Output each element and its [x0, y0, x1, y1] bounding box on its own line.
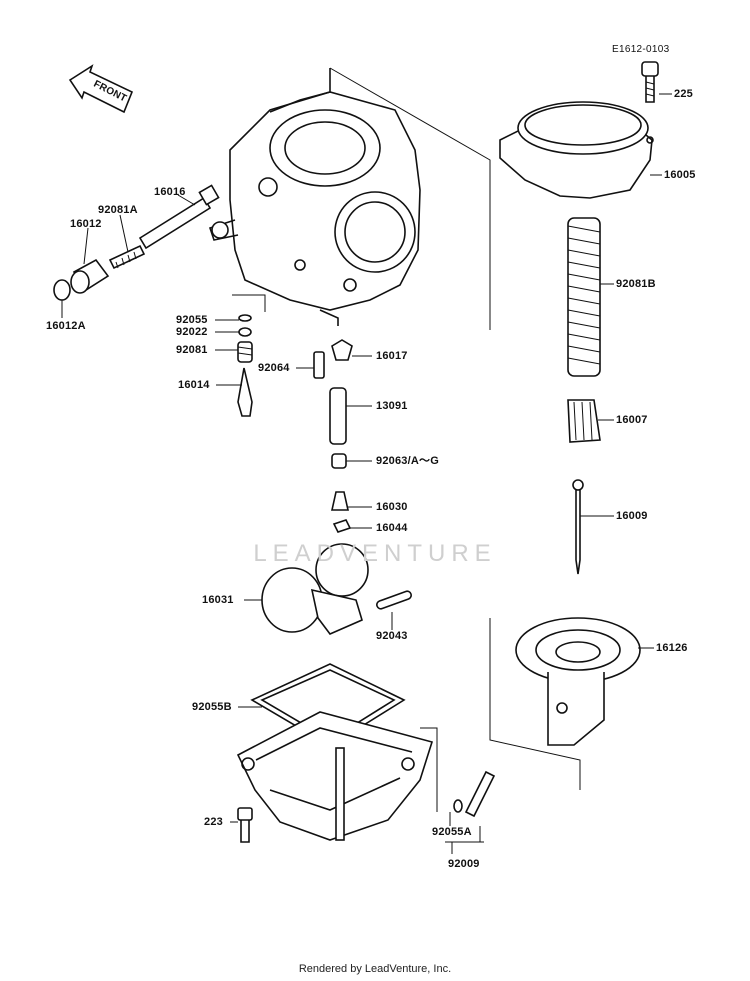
float-bowl	[236, 711, 434, 841]
top-cover	[499, 101, 654, 199]
part-label-225: 225	[674, 88, 693, 100]
carburetor-body	[208, 68, 421, 326]
part-label-16007: 16007	[616, 414, 648, 426]
screw-223	[237, 807, 253, 843]
part-label-16017: 16017	[376, 350, 408, 362]
part-label-16031: 16031	[202, 594, 234, 606]
part-label-16012a: 16012A	[46, 320, 86, 332]
part-label-16030: 16030	[376, 501, 408, 513]
part-label-92081: 92081	[176, 344, 208, 356]
watermark: LEADVENTURE	[253, 540, 497, 567]
vacuum-diaphragm	[515, 617, 641, 746]
part-label-16044: 16044	[376, 522, 408, 534]
part-label-223: 223	[204, 816, 223, 828]
part-label-92081b: 92081B	[616, 278, 656, 290]
footer-credit: Rendered by LeadVenture, Inc.	[298, 963, 452, 975]
part-label-92055b: 92055B	[192, 701, 232, 713]
jet-needle	[572, 479, 584, 575]
part-label-92055a: 92055A	[432, 826, 472, 838]
part-label-92043: 92043	[376, 630, 408, 642]
part-label-13091: 13091	[376, 400, 408, 412]
part-label-92009: 92009	[448, 858, 480, 870]
part-label-16005: 16005	[664, 169, 696, 181]
spring-92081b	[567, 217, 601, 377]
part-label-92064: 92064	[258, 362, 290, 374]
needle-holder	[567, 399, 601, 443]
part-label-92055: 92055	[176, 314, 208, 326]
reference-code: E1612-0103	[612, 44, 670, 55]
part-label-92063: 92063/A～G	[376, 455, 439, 467]
left-jet-components	[237, 314, 253, 417]
part-label-16016: 16016	[154, 186, 186, 198]
part-label-92022: 92022	[176, 326, 208, 338]
part-label-16014: 16014	[178, 379, 210, 391]
part-label-92081a: 92081A	[98, 204, 138, 216]
float-assembly	[261, 543, 412, 635]
leader-lines	[61, 67, 672, 854]
center-jet-stack	[313, 339, 353, 533]
part-label-16012: 16012	[70, 218, 102, 230]
drain-screw	[453, 770, 496, 818]
front-arrow-icon	[68, 64, 134, 114]
screw-225	[641, 61, 659, 103]
pilot-screw-assembly	[53, 184, 220, 301]
part-label-16126: 16126	[656, 642, 688, 654]
part-label-16009: 16009	[616, 510, 648, 522]
